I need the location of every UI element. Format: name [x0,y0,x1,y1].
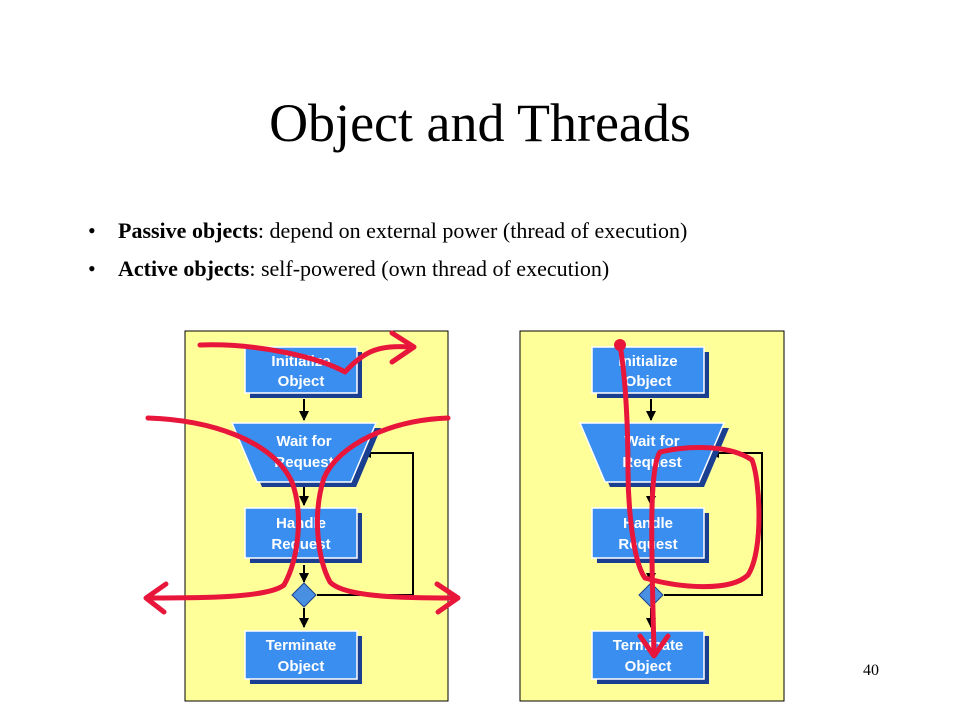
box-face [591,630,705,680]
terminate-object-box: Terminate Object [591,630,709,684]
box-face [591,346,705,394]
thread-arrowhead-bottom [637,633,671,659]
thread-arrowhead-right [434,581,461,615]
wait-for-request-box: Wait for Request [230,422,381,487]
box-label: Initialize [618,353,677,370]
box-label: Object [625,658,672,675]
thread-arrowhead-top [389,330,417,365]
thread-annotations [143,330,762,659]
box-label: Handle [276,515,326,532]
box-face [591,507,705,559]
box-label: Initialize [271,353,330,370]
box-label: Wait for [276,433,331,450]
box-label: Object [625,373,672,390]
thread-path-top [197,342,413,375]
bullet-term: Active objects [118,256,250,281]
slide-title: Object and Threads [269,93,691,153]
thread-loop-path [617,342,762,657]
thread-path-left [145,415,301,601]
passive-object-panel: Initialize Object Wait for Request Handl… [184,330,449,702]
box-label: Terminate [266,637,337,654]
terminate-object-box: Terminate Object [244,630,362,684]
box-face [244,630,358,680]
bullet-dot: • [88,256,96,281]
bullet-active: • Active objects: self-powered (own thre… [88,250,908,288]
initialize-object-box: Initialize Object [591,346,709,398]
page-number: 40 [863,662,879,679]
box-label: Request [274,454,333,471]
box-label: Wait for [624,433,679,450]
box-face [578,422,726,483]
box-label: Request [622,454,681,471]
handle-request-box: Handle Request [244,507,362,563]
bullet-text: : depend on external power (thread of ex… [257,218,688,243]
box-label: Object [278,658,325,675]
bullet-list: • Passive objects: depend on external po… [88,212,908,288]
thread-arrowhead-left [143,581,169,615]
box-face [244,507,358,559]
decision-diamond [291,582,317,608]
box-label: Object [278,373,325,390]
bullet-text: : self-powered (own thread of execution) [249,256,610,281]
bullet-dot: • [88,218,96,243]
bullet-term: Passive objects [118,218,258,243]
thread-path-right [314,415,458,601]
box-face [230,422,378,483]
box-label: Request [271,536,330,553]
box-label: Request [618,536,677,553]
bullet-passive: • Passive objects: depend on external po… [88,212,908,250]
box-label: Handle [623,515,673,532]
